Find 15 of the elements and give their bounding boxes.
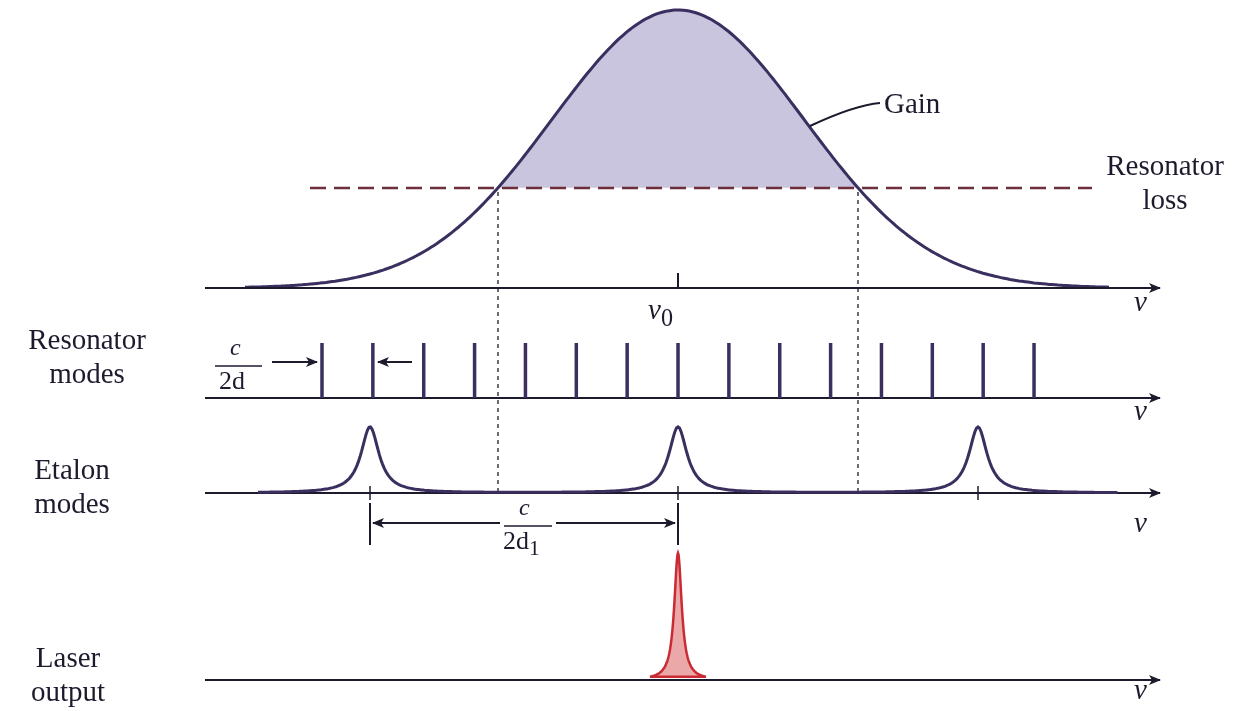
spacing-label: 2d$_{1}$ <box>503 527 540 563</box>
row-label: Etalon modes <box>33 452 111 520</box>
curve-label: Resonator loss <box>1105 148 1225 216</box>
spacing-label: c <box>230 334 241 360</box>
row-label: Laser output <box>29 640 107 708</box>
row-label: Resonator modes <box>27 322 147 390</box>
axis-label: ν$_{0}$ <box>648 292 673 333</box>
spacing-label: 2d <box>219 367 245 395</box>
curve-label: Gain <box>884 86 941 120</box>
axis-label: ν <box>1134 284 1147 318</box>
axis-label: ν <box>1134 505 1147 539</box>
axis-label: ν <box>1134 672 1147 706</box>
axis-label: ν <box>1134 393 1147 427</box>
spacing-label: c <box>519 494 530 520</box>
leader-line <box>809 102 881 127</box>
